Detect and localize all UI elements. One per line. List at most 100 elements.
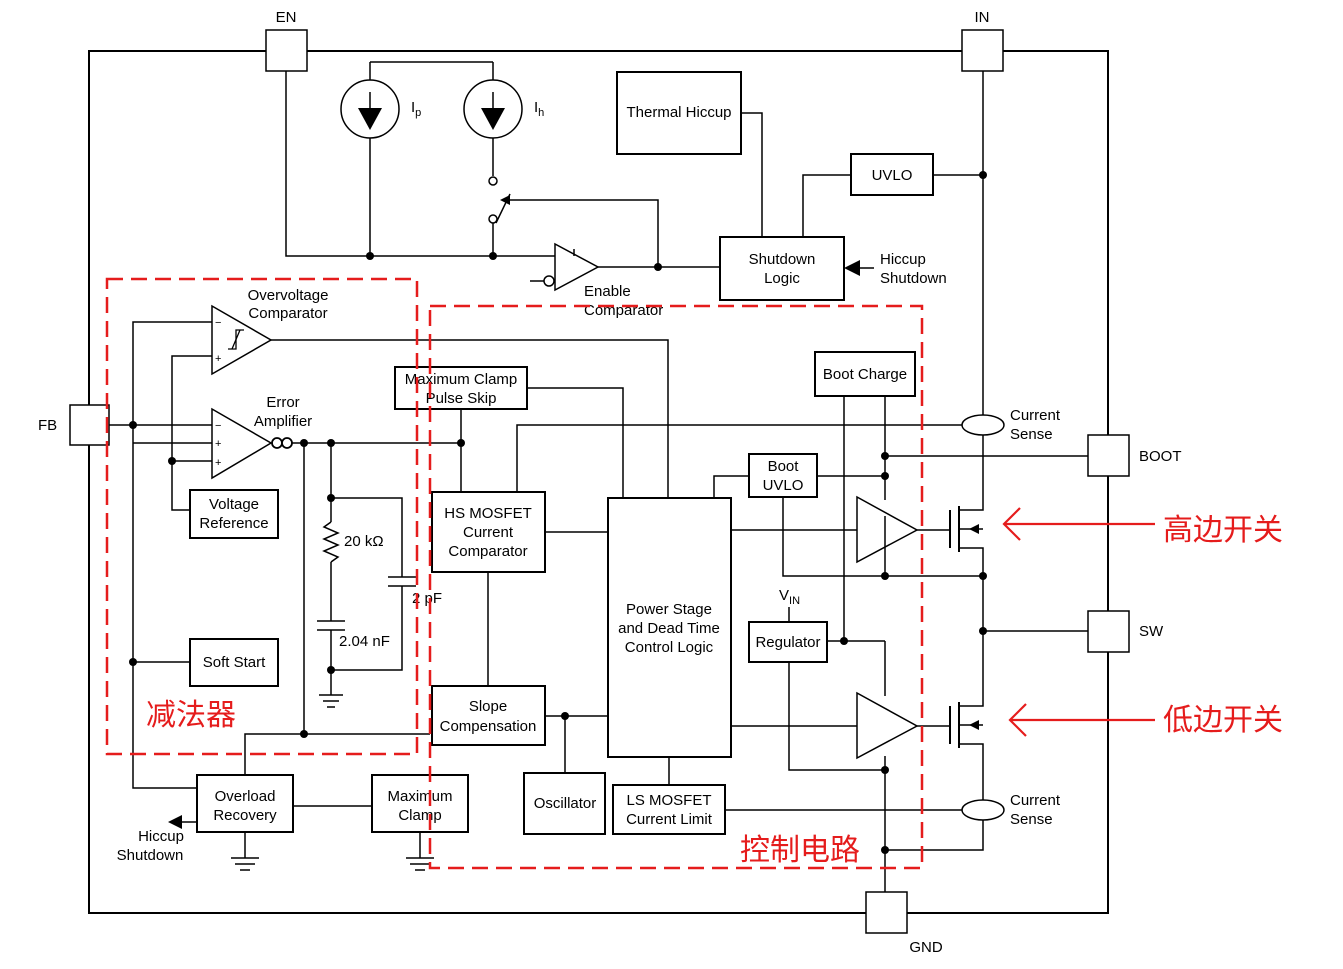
high-side-switch-annotation: 高边开关 <box>1002 507 1283 548</box>
overvoltage-comparator: − + Overvoltage Comparator <box>211 287 329 376</box>
svg-text:Current Limit: Current Limit <box>626 811 713 828</box>
shutdown-logic-block: Shutdown Logic <box>719 236 845 301</box>
hiccup-shutdown-input-label: Hiccup <box>880 251 926 268</box>
svg-text:Error: Error <box>266 394 299 411</box>
svg-text:20 kΩ: 20 kΩ <box>344 533 384 550</box>
svg-text:Sense: Sense <box>1010 811 1053 828</box>
subtractor-region <box>105 277 419 756</box>
current-sense-top: Current Sense <box>961 407 1061 443</box>
ls-mosfet-current-limit-block: LS MOSFET Current Limit <box>612 784 726 835</box>
svg-text:Boot Charge: Boot Charge <box>823 366 907 383</box>
svg-text:UVLO: UVLO <box>872 167 913 184</box>
svg-text:Control Logic: Control Logic <box>625 639 714 656</box>
hiccup-shutdown-output-label-2: Shutdown <box>117 847 184 864</box>
pin-sw: SW <box>1087 610 1164 653</box>
max-clamp-pulse-skip-block: Maximum Clamp Pulse Skip <box>394 366 528 410</box>
svg-text:UVLO: UVLO <box>763 477 804 494</box>
svg-text:Overvoltage: Overvoltage <box>248 287 329 304</box>
svg-text:Ih: Ih <box>534 99 544 119</box>
svg-text:Current: Current <box>1010 792 1061 809</box>
low-side-mosfet <box>949 700 984 800</box>
svg-text:2.04 nF: 2.04 nF <box>339 633 390 650</box>
svg-text:and Dead Time: and Dead Time <box>618 620 720 637</box>
svg-text:Pulse Skip: Pulse Skip <box>426 390 497 407</box>
oscillator-block: Oscillator <box>523 772 606 835</box>
pin-boot: BOOT <box>1087 434 1182 477</box>
svg-text:Enable: Enable <box>584 283 631 300</box>
svg-text:Maximum Clamp: Maximum Clamp <box>405 371 518 388</box>
svg-text:BOOT: BOOT <box>1139 448 1182 465</box>
svg-text:Comparator: Comparator <box>448 543 527 560</box>
slope-compensation-block: Slope Compensation <box>431 685 546 746</box>
uvlo-block: UVLO <box>850 153 934 196</box>
compensation-network: 20 kΩ 2 pF 2.04 nF <box>317 443 442 708</box>
svg-text:FB: FB <box>38 417 57 434</box>
svg-text:Shutdown: Shutdown <box>749 251 816 268</box>
overload-recovery-block: Overload Recovery <box>196 774 294 833</box>
svg-text:EN: EN <box>276 9 297 26</box>
svg-text:Current: Current <box>1010 407 1061 424</box>
subtractor-label: 减法器 <box>146 698 236 733</box>
svg-text:Reference: Reference <box>199 515 268 532</box>
hiccup-shutdown-output-label: Hiccup <box>138 828 184 845</box>
voltage-reference-block: Voltage Reference <box>189 489 279 539</box>
maximum-clamp-block: Maximum Clamp <box>371 774 469 833</box>
svg-text:Power Stage: Power Stage <box>626 601 712 618</box>
hs-mosfet-comparator-block: HS MOSFET Current Comparator <box>431 491 546 573</box>
svg-text:Compensation: Compensation <box>440 718 537 735</box>
thermal-hiccup-block: Thermal Hiccup <box>616 71 742 155</box>
boot-uvlo-block: Boot UVLO <box>748 453 818 498</box>
pin-in: IN <box>961 9 1004 72</box>
hiccup-shutdown-input-label-2: Shutdown <box>880 270 947 287</box>
svg-text:−: − <box>215 420 221 432</box>
low-side-driver <box>856 691 919 760</box>
svg-text:2 pF: 2 pF <box>412 590 442 607</box>
svg-text:Oscillator: Oscillator <box>534 795 597 812</box>
svg-text:Ip: Ip <box>411 99 421 119</box>
current-sense-bottom: Current Sense <box>961 792 1061 828</box>
svg-text:Recovery: Recovery <box>213 807 277 824</box>
svg-text:Amplifier: Amplifier <box>254 413 312 430</box>
svg-text:HS MOSFET: HS MOSFET <box>444 505 532 522</box>
svg-text:IN: IN <box>975 9 990 26</box>
current-source-ih: Ih <box>463 62 544 139</box>
svg-text:Voltage: Voltage <box>209 496 259 513</box>
svg-text:Logic: Logic <box>764 270 800 287</box>
regulator-block: Regulator <box>748 621 828 663</box>
svg-text:Comparator: Comparator <box>248 305 327 322</box>
svg-text:SW: SW <box>1139 623 1164 640</box>
svg-text:Clamp: Clamp <box>398 807 441 824</box>
svg-text:+: + <box>215 457 221 469</box>
pin-en: EN <box>265 9 308 72</box>
vin-label: VIN <box>779 587 800 607</box>
boot-charge-block: Boot Charge <box>814 351 916 397</box>
current-source-ip: Ip <box>340 62 421 139</box>
chip-outline <box>88 50 1109 914</box>
svg-text:GND: GND <box>909 939 943 956</box>
low-side-switch-annotation: 低边开关 <box>1008 703 1283 738</box>
svg-text:Comparator: Comparator <box>584 302 663 319</box>
pin-gnd: GND <box>865 891 943 956</box>
svg-text:Overload: Overload <box>215 788 276 805</box>
svg-text:低边开关: 低边开关 <box>1163 703 1283 738</box>
control-circuit-label: 控制电路 <box>740 833 860 868</box>
svg-text:Sense: Sense <box>1010 426 1053 443</box>
svg-text:LS MOSFET: LS MOSFET <box>626 792 711 809</box>
svg-text:+: + <box>215 353 221 365</box>
pin-fb: FB <box>38 404 110 446</box>
high-side-mosfet <box>949 500 984 576</box>
svg-text:−: − <box>215 317 221 329</box>
svg-text:Maximum: Maximum <box>387 788 452 805</box>
power-stage-block: Power Stage and Dead Time Control Logic <box>607 497 732 758</box>
error-amplifier: − + + Error Amplifier <box>211 394 312 480</box>
svg-text:Current: Current <box>463 524 514 541</box>
svg-text:Regulator: Regulator <box>755 634 820 651</box>
svg-text:Slope: Slope <box>469 698 507 715</box>
svg-text:+: + <box>215 438 221 450</box>
soft-start-block: Soft Start <box>189 638 279 687</box>
svg-text:Soft Start: Soft Start <box>203 654 266 671</box>
control-circuit-region <box>428 304 924 870</box>
svg-text:Boot: Boot <box>768 458 800 475</box>
svg-text:高边开关: 高边开关 <box>1163 513 1283 548</box>
